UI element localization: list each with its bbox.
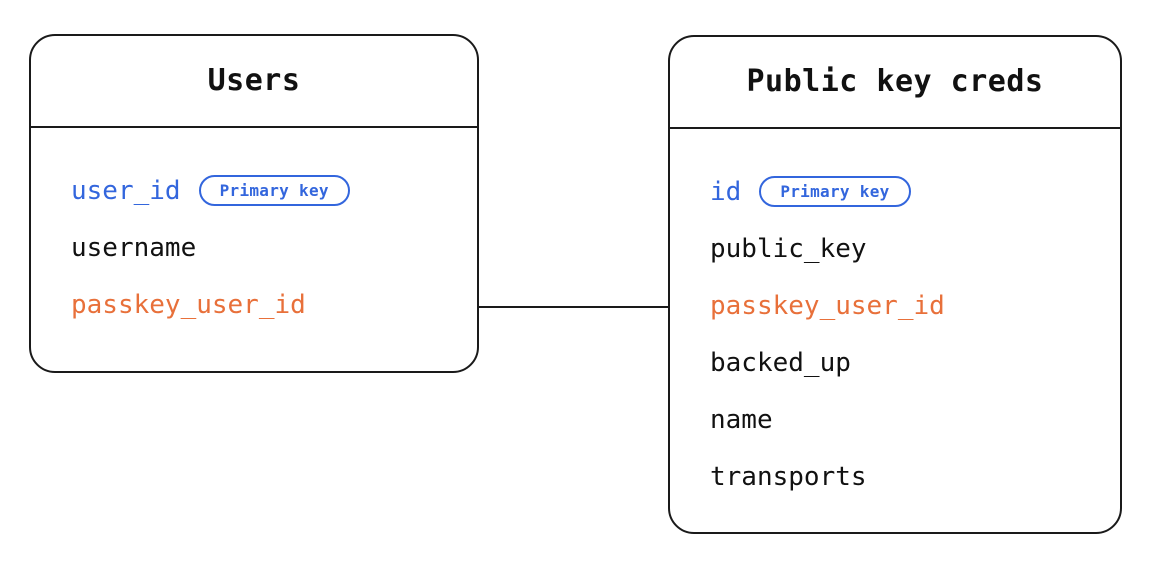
field-name-id: id	[710, 176, 742, 207]
primary-key-badge: Primary key	[759, 176, 911, 207]
relationship-connector-users-to-public-key-creds	[479, 306, 668, 308]
field-row[interactable]: id Primary key	[710, 163, 1120, 220]
field-row[interactable]: passkey_user_id	[710, 277, 1120, 334]
field-name-passkey_user_id: passkey_user_id	[71, 289, 306, 320]
field-name-public_key: public_key	[710, 233, 867, 264]
field-row[interactable]: public_key	[710, 220, 1120, 277]
entity-title: Public key creds	[746, 64, 1044, 99]
field-row[interactable]: name	[710, 391, 1120, 448]
field-row[interactable]: transports	[710, 448, 1120, 505]
field-name-username: username	[71, 232, 197, 263]
field-name-transports: transports	[710, 461, 867, 492]
field-row[interactable]: backed_up	[710, 334, 1120, 391]
field-row[interactable]: username	[71, 219, 477, 276]
entity-header-public-key-creds: Public key creds	[670, 37, 1120, 129]
field-name-passkey_user_id: passkey_user_id	[710, 290, 945, 321]
entity-header-users: Users	[31, 36, 477, 128]
field-row[interactable]: passkey_user_id	[71, 276, 477, 333]
field-name-backed_up: backed_up	[710, 347, 851, 378]
entity-title: Users	[207, 63, 301, 98]
field-row[interactable]: user_id Primary key	[71, 162, 477, 219]
field-name-name: name	[710, 404, 773, 435]
primary-key-badge: Primary key	[198, 175, 350, 206]
field-name-user_id: user_id	[71, 175, 181, 206]
